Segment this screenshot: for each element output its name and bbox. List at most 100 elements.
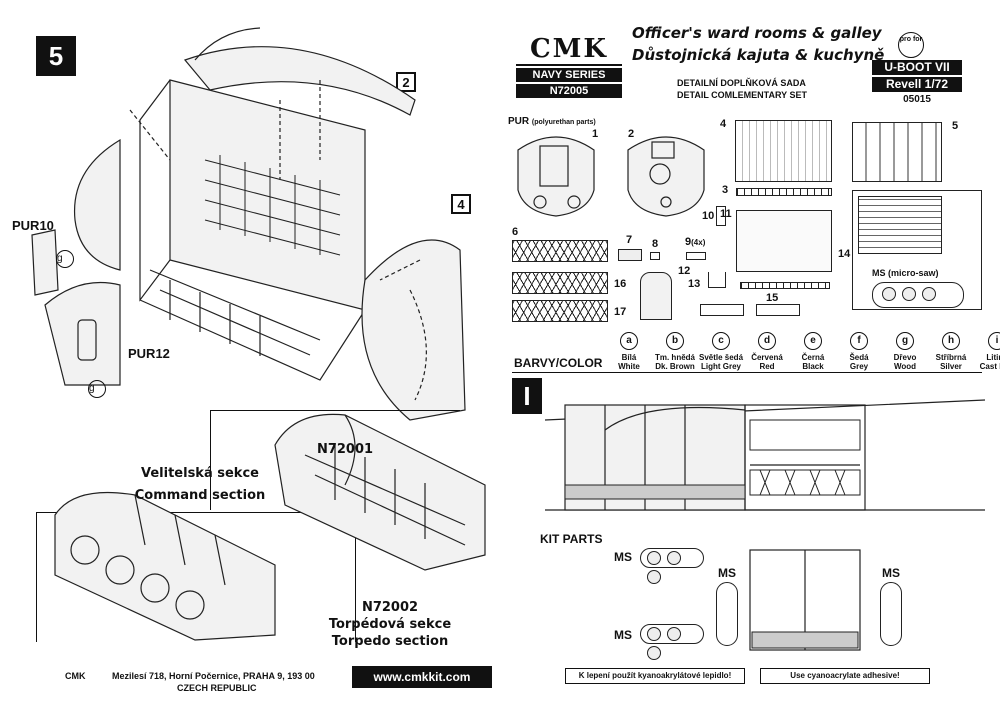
part-9-number: 9 [685, 236, 692, 248]
pur12-label: PUR12 [128, 346, 170, 361]
step-5-badge: 5 [36, 36, 76, 76]
navy-series-label: NAVY SERIES [516, 68, 622, 82]
saw-hole [922, 287, 936, 301]
kit-name: U-BOOT VII [872, 60, 962, 75]
part-door-shape [640, 272, 672, 320]
part-12-num: 12 [678, 265, 691, 277]
part-15-num: 15 [766, 292, 779, 304]
saw-hole [647, 551, 661, 565]
ms-tag-4: MS [614, 628, 632, 642]
warning-cz: K lepení použít kyanoakrylátové lepidlo! [565, 668, 745, 684]
ms-note: (micro-saw) [888, 268, 939, 278]
part-5-panel [852, 122, 942, 182]
ms-tag-3: MS [882, 566, 900, 580]
part-1-num: 1 [592, 128, 599, 140]
part-17-grille [512, 300, 608, 322]
saw-hole [667, 627, 681, 641]
color-name-cz: Litina [986, 353, 1000, 362]
color-key-c: c [712, 332, 730, 350]
saw-hole [647, 627, 661, 641]
subtitle-cz: DETAILNÍ DOPLŇKOVÁ SADA [677, 78, 806, 88]
colors-heading: BARVY/COLOR [514, 356, 603, 370]
part-2-num: 2 [628, 128, 635, 140]
pur10-color-g: g [56, 250, 74, 268]
color-key-h: h [942, 332, 960, 350]
part-14-num: 14 [838, 248, 851, 260]
color-name-cz: Dřevo [893, 353, 917, 362]
ms-saw-1 [640, 548, 704, 584]
color-name-en: Light Grey [700, 362, 741, 371]
ms-frame [852, 190, 982, 310]
product-code: N72005 [516, 84, 622, 98]
color-name-en: Silver [940, 362, 962, 371]
command-name-cz: Velitelská sekce [141, 466, 259, 481]
command-callout-frame [210, 410, 460, 510]
part-7-shape [618, 249, 642, 261]
command-name-en: Command section [134, 488, 266, 503]
footer-country: CZECH REPUBLIC [177, 683, 257, 693]
color-name-cz: Světle šedá [698, 353, 744, 362]
part-13-num: 13 [688, 278, 701, 290]
sections-drawing [54, 413, 486, 641]
footer-address: Mezilesí 718, Horní Počernice, PRAHA 9, … [112, 671, 315, 681]
color-key-b: b [666, 332, 684, 350]
color-name-en: Grey [849, 362, 869, 371]
pur-note: (polyurethan parts) [531, 119, 596, 126]
micro-saw [872, 282, 964, 308]
pur-label: PUR (polyurethan parts) [508, 116, 596, 127]
part-2-drawing [627, 136, 705, 217]
torpedo-name-cz: Torpédová sekce [328, 617, 452, 632]
part-16-grille [512, 272, 608, 294]
footer-url[interactable]: www.cmkkit.com [352, 666, 492, 688]
part-10-num: 10 [702, 210, 715, 222]
kit-code: 05015 [903, 94, 931, 105]
part-9-num: 9(4x) [685, 236, 705, 248]
ms-tag-1: MS [614, 550, 632, 564]
saw-hole [882, 287, 896, 301]
brand-block: CMK NAVY SERIES N72005 [516, 30, 622, 100]
part-4-num: 4 [720, 118, 727, 130]
color-name-cz: Červená [751, 353, 783, 362]
color-key-f: f [850, 332, 868, 350]
color-name-en: Dk. Brown [655, 362, 695, 371]
saw-hole [902, 287, 916, 301]
step-5-assembly-drawing [31, 27, 466, 421]
callout-2: 2 [396, 72, 416, 92]
color-name-cz: Černá [801, 353, 825, 362]
title-en: Officer's ward rooms & galley [632, 24, 882, 42]
part-15-shape-a [700, 304, 744, 316]
part-3-strip [736, 188, 832, 196]
color-key-g: g [896, 332, 914, 350]
part-14-strip [740, 282, 830, 289]
pur-title: PUR [508, 116, 530, 127]
torpedo-name-en: Torpedo section [331, 634, 449, 649]
part-10-shape [716, 206, 726, 226]
part-1-drawing [517, 136, 595, 217]
ms-saw-3 [880, 582, 902, 646]
ms-saw-4 [640, 624, 704, 660]
part-7-num: 7 [626, 234, 633, 246]
part-11-panel [736, 210, 832, 272]
part-4-panel [735, 120, 832, 182]
part-11-num: 11 [720, 208, 732, 220]
color-name-en: Wood [893, 362, 917, 371]
torpedo-callout-frame [36, 512, 356, 642]
saw-hole [647, 646, 661, 660]
color-name-cz: Šedá [849, 353, 869, 362]
pro-for-badge: pro for [898, 32, 924, 58]
ms-tag-2: MS [718, 566, 736, 580]
photo-etch-fret [858, 196, 942, 254]
color-name-cz: Stříbrná [935, 353, 967, 362]
color-name-en: Red [759, 362, 775, 371]
color-item-i: iLitinaCast Iron [974, 332, 1000, 371]
color-name-cz: Tm. hnědá [654, 353, 695, 362]
color-name-en: Cast Iron [979, 362, 1000, 371]
subtitle-en: DETAIL COMLEMENTARY SET [677, 90, 808, 100]
ms-title: MS [872, 268, 886, 278]
